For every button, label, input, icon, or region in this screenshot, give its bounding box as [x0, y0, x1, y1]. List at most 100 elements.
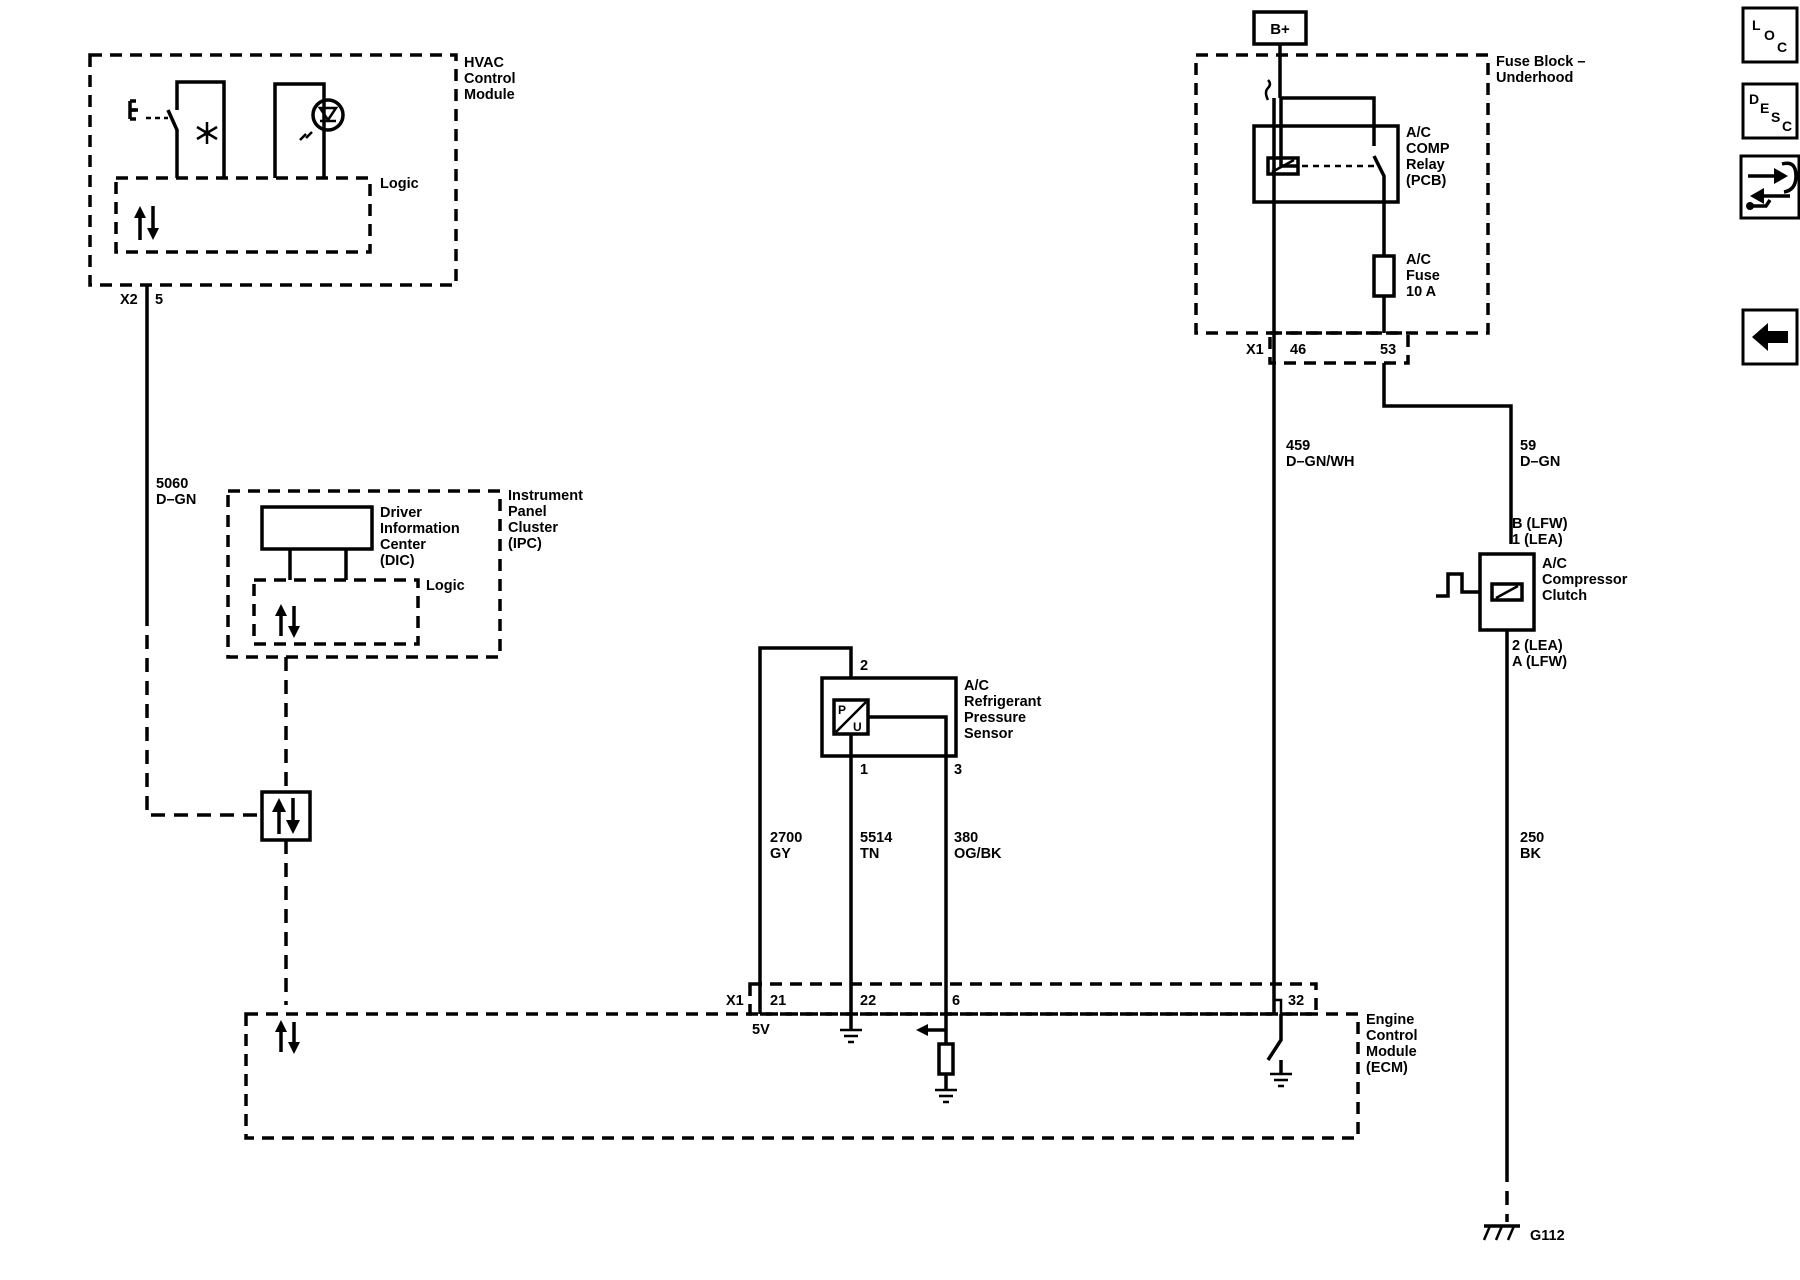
wire-2700-color: GY [770, 846, 791, 862]
dic-name-3: Center [380, 537, 426, 553]
wire-459-color: D–GN/WH [1286, 454, 1354, 470]
fuse-block-name-1: Fuse Block – [1496, 54, 1585, 70]
relay-name-4: (PCB) [1406, 173, 1446, 189]
indicator-lamp-icon [299, 98, 345, 141]
ipc-name-2: Panel [508, 504, 547, 520]
ground-label: G112 [1530, 1228, 1565, 1244]
wire-59: 59 D–GN [1382, 363, 1560, 544]
wire-2700-num: 2700 [770, 830, 802, 846]
battery-positive: B+ [1252, 10, 1308, 46]
wire-250-color: BK [1520, 846, 1541, 862]
clutch-name-3: Clutch [1542, 588, 1587, 604]
wire-5514-num: 5514 [860, 830, 892, 846]
ecm-pin-32: 32 [1288, 993, 1304, 1009]
fuse-block-pin-46: 46 [1290, 342, 1306, 358]
ecm-name-3: Module [1366, 1044, 1417, 1060]
ecm-name-1: Engine [1366, 1012, 1414, 1028]
transducer-p: P [838, 703, 846, 717]
wire-380-color: OG/BK [954, 846, 1002, 862]
clutch-pin-bottom-1: 2 (LEA) [1512, 638, 1563, 654]
ac-refrigerant-pressure-sensor: A/C Refrigerant Pressure Sensor P U 2 1 … [820, 658, 1042, 778]
wire-5060-color: D–GN [156, 492, 196, 508]
ac-comp-relay: A/C COMP Relay (PCB) [1252, 96, 1450, 204]
supply-label: B+ [1270, 21, 1290, 38]
ipc-logic-label: Logic [426, 578, 465, 594]
snowflake-icon [196, 122, 218, 144]
data-arrows-icon [275, 1020, 300, 1054]
wire-2700: 2700 GY [758, 646, 853, 1014]
clutch-name-1: A/C [1542, 556, 1568, 572]
chassis-ground-icon: G112 [1482, 1224, 1565, 1244]
pressure-transducer-icon: P U [832, 698, 870, 736]
instrument-panel-cluster: Instrument Panel Cluster (IPC) Driver In… [226, 488, 583, 659]
ecm-pin-6: 6 [952, 993, 960, 1009]
wire-5514: 5514 TN [849, 756, 892, 1014]
ipc-name-1: Instrument [508, 488, 583, 504]
description-button[interactable]: D E S C [1741, 82, 1799, 140]
sensor-name-4: Sensor [964, 726, 1014, 742]
relay-name-1: A/C [1406, 125, 1432, 141]
hvac-name-1: HVAC [464, 55, 505, 71]
clutch-symbol-icon [1436, 572, 1480, 598]
fuse-block-pin-53: 53 [1380, 342, 1396, 358]
ecm-pin-21: 21 [770, 993, 786, 1009]
engine-control-module: Engine Control Module (ECM) X1 21 22 6 3… [244, 982, 1418, 1140]
location-button[interactable]: L O C [1741, 6, 1799, 64]
fuse-name-2: Fuse [1406, 268, 1440, 284]
serial-data-line [260, 657, 312, 1005]
loc-letter-o: O [1764, 27, 1775, 43]
ecm-name-2: Control [1366, 1028, 1418, 1044]
desc-letter-s: S [1771, 109, 1780, 125]
transducer-u: U [853, 720, 862, 734]
fuse-block-underhood: Fuse Block – Underhood A/C COMP Relay (P… [1194, 53, 1585, 365]
ground-icon [1270, 1072, 1292, 1088]
back-button[interactable] [1741, 308, 1799, 366]
wire-250-num: 250 [1520, 830, 1544, 846]
wire-380-num: 380 [954, 830, 978, 846]
fuse-name-1: A/C [1406, 252, 1432, 268]
desc-letter-e: E [1760, 100, 1769, 116]
ac-fuse: A/C Fuse 10 A [1372, 202, 1440, 333]
wire-59-num: 59 [1520, 438, 1536, 454]
data-arrows-icon [275, 604, 300, 638]
ground-icon [840, 1014, 862, 1044]
desc-letter-c: C [1782, 118, 1792, 134]
fuse-block-name-2: Underhood [1496, 70, 1573, 86]
fusible-link-icon [1264, 79, 1272, 101]
clutch-pin-top-1: B (LFW) [1512, 516, 1568, 532]
dic-name-4: (DIC) [380, 553, 415, 569]
wire-59-color: D–GN [1520, 454, 1560, 470]
sensor-pin-2: 2 [860, 658, 868, 674]
desc-letter-d: D [1749, 91, 1759, 107]
dic-name-2: Information [380, 521, 460, 537]
ecm-connector: X1 [726, 993, 744, 1009]
sensor-name-1: A/C [964, 678, 990, 694]
clutch-pin-bottom-2: A (LFW) [1512, 654, 1567, 670]
serial-data-splice [260, 790, 312, 842]
sensor-name-2: Refrigerant [964, 694, 1042, 710]
loc-letter-c: C [1777, 39, 1787, 55]
driver-information-center: Driver Information Center (DIC) [260, 505, 460, 580]
arrow-left-icon [1752, 323, 1788, 351]
relay-name-3: Relay [1406, 157, 1445, 173]
hvac-connector: X2 [120, 292, 138, 308]
hvac-name-2: Control [464, 71, 516, 87]
resistor-icon [937, 1042, 955, 1076]
clutch-pin-top-2: 1 (LEA) [1512, 532, 1563, 548]
wire-380: 380 OG/BK [944, 756, 1002, 1014]
sensor-pin-3: 3 [954, 762, 962, 778]
fuse-name-3: 10 A [1406, 284, 1437, 300]
ground-icon [935, 1088, 957, 1104]
hvac-logic-label: Logic [380, 176, 419, 192]
connector-info-button[interactable] [1739, 154, 1800, 220]
ac-compressor-clutch: A/C Compressor Clutch B (LFW) 1 (LEA) 2 … [1436, 516, 1628, 670]
sensor-pin-1: 1 [860, 762, 868, 778]
sensor-name-3: Pressure [964, 710, 1026, 726]
data-arrows-icon [134, 206, 159, 240]
wire-5060-num: 5060 [156, 476, 188, 492]
ipc-name-3: Cluster [508, 520, 558, 536]
loc-letter-l: L [1752, 17, 1761, 33]
hvac-name-3: Module [464, 87, 515, 103]
hand-wrench-icon [1746, 161, 1798, 210]
